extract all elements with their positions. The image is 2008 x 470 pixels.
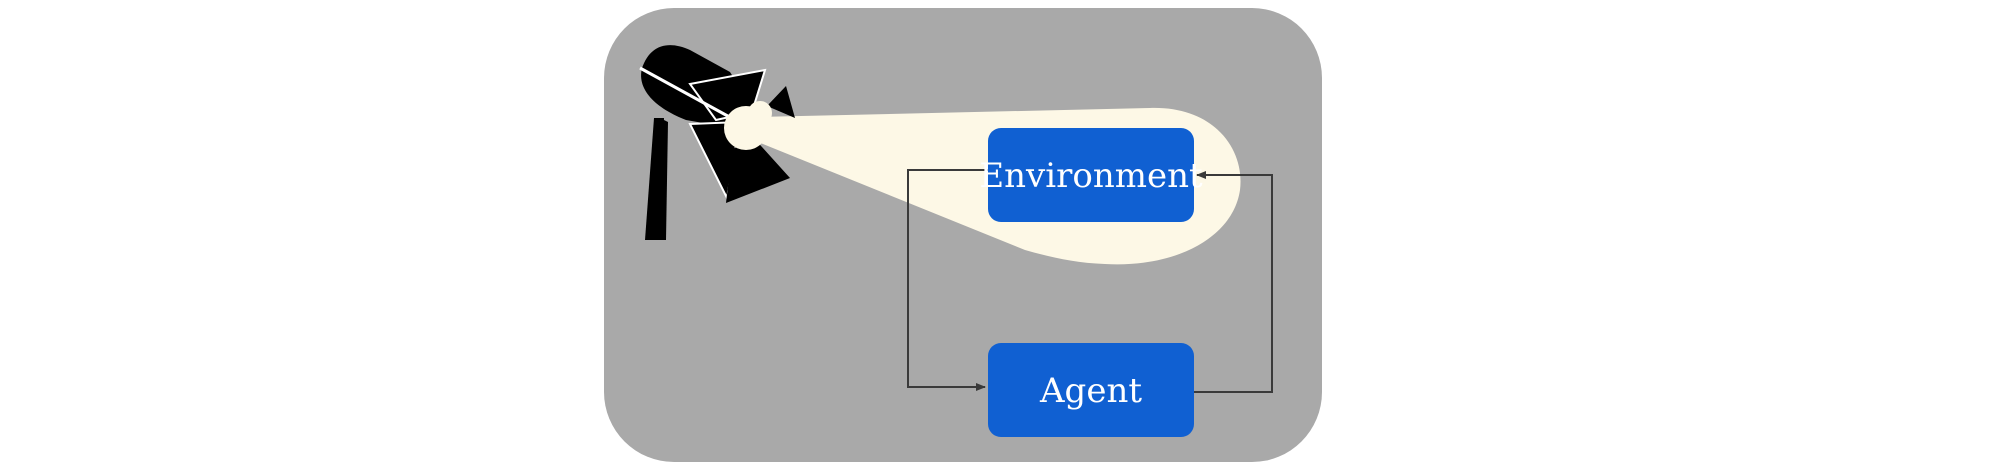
environment-label: Environment (979, 156, 1203, 196)
environment-to-agent-connector (907, 169, 988, 391)
agent-node: Agent (988, 343, 1194, 437)
agent-label: Agent (1039, 371, 1142, 411)
spotlight-icon (639, 45, 795, 240)
agent-to-environment-connector (1194, 171, 1273, 393)
environment-node: Environment (979, 128, 1203, 222)
